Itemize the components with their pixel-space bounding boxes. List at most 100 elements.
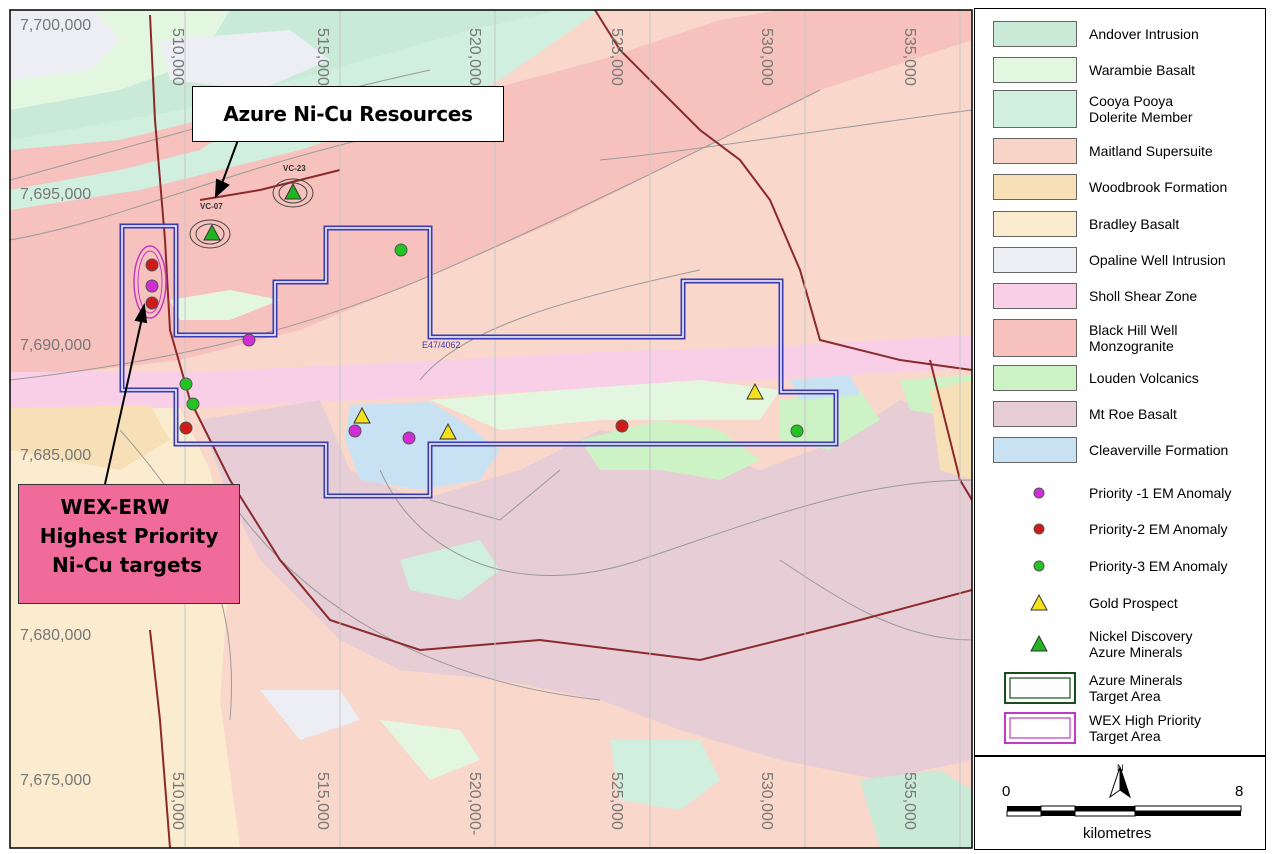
easting-label-bottom: 520,000- — [466, 772, 483, 835]
northing-label: 7,690,000 — [20, 337, 91, 354]
legend-swatch — [993, 21, 1077, 47]
azure-resources-callout: Azure Ni-Cu Resources — [192, 86, 504, 142]
legend-symbol-item: Priority-2 EM Anomaly — [975, 517, 1265, 541]
legend-unit-label: Sholl Shear Zone — [1089, 288, 1198, 304]
gold-prospects — [353, 382, 764, 440]
easting-label-bottom: 525,000 — [608, 772, 625, 830]
tenement-boundary — [119, 223, 839, 499]
priority-2-anomalies — [145, 258, 629, 435]
scale-bar-graphic — [1006, 766, 1242, 817]
green-dot-icon — [1033, 560, 1045, 572]
easting-label-bottom: 535,000 — [901, 772, 918, 830]
legend-unit-label: Bradley Basalt — [1089, 216, 1180, 232]
legend-symbol-label: Priority-3 EM Anomaly — [1089, 558, 1228, 574]
legend-unit-label: Woodbrook Formation — [1089, 179, 1228, 195]
legend-unit-item: Opaline Well Intrusion — [975, 247, 1265, 273]
legend-symbol-label: Priority-2 EM Anomaly — [1089, 521, 1228, 537]
legend-unit-label: Warambie Basalt — [1089, 62, 1196, 78]
legend-symbol-label: Nickel Discovery Azure Minerals — [1089, 628, 1193, 660]
legend-unit-item: Sholl Shear Zone — [975, 283, 1265, 309]
northing-label: 7,685,000 — [20, 447, 91, 464]
easting-label-top: 535,000 — [901, 28, 918, 86]
scale-bar: N 0 8 kilometres — [974, 756, 1266, 850]
geology-units: VC-07 VC-23 E47/4062 7,700,000 7,695,000… — [10, 10, 972, 848]
legend-symbol-label: WEX High Priority Target Area — [1089, 712, 1202, 744]
easting-label-top: 515,000 — [314, 28, 331, 86]
red-dot-icon — [1033, 523, 1045, 535]
legend-swatch — [993, 90, 1077, 128]
legend-swatch — [993, 437, 1077, 463]
legend-swatch — [993, 247, 1077, 273]
northing-label: 7,695,000 — [20, 186, 91, 203]
easting-label-top: 530,000 — [758, 28, 775, 86]
easting-label-bottom: 510,000 — [169, 772, 186, 830]
target-label-vc23: VC-23 — [283, 164, 306, 173]
legend-unit-item: Black Hill Well Monzogranite — [975, 319, 1265, 357]
legend-swatch — [993, 174, 1077, 200]
legend-symbol-label: Priority -1 EM Anomaly — [1089, 485, 1232, 501]
legend-unit-label: Maitland Supersuite — [1089, 143, 1213, 159]
legend-unit-item: Warambie Basalt — [975, 57, 1265, 83]
legend-swatch — [993, 211, 1077, 237]
scale-min-label: 0 — [1002, 783, 1011, 800]
legend-symbol-label: Azure Minerals Target Area — [1089, 672, 1183, 704]
legend-symbol-item: Priority -1 EM Anomaly — [975, 481, 1265, 505]
green-triangle-icon — [1030, 634, 1048, 652]
magenta-dot-icon — [1033, 487, 1045, 499]
legend-symbol-item: Nickel Discovery Azure Minerals — [975, 627, 1265, 661]
legend-symbol-item: Gold Prospect — [975, 591, 1265, 615]
legend-symbol-label: Gold Prospect — [1089, 595, 1178, 611]
scale-bar-segments — [1006, 805, 1242, 817]
legend-unit-item: Louden Volcanics — [975, 365, 1265, 391]
easting-label-top: 525,000 — [608, 28, 625, 86]
legend-swatch — [993, 138, 1077, 164]
priority-3-anomalies — [179, 243, 804, 438]
wex-target-area — [133, 245, 167, 319]
geology-map: VC-07 VC-23 E47/4062 7,700,000 7,695,000… — [9, 9, 973, 849]
wex-targets-callout: WEX-ERW Highest Priority Ni-Cu targets — [18, 484, 240, 604]
magenta-box-icon — [1004, 712, 1076, 744]
green-box-icon — [1004, 672, 1076, 704]
legend-unit-item: Maitland Supersuite — [975, 138, 1265, 164]
legend-symbol-item: WEX High Priority Target Area — [975, 711, 1265, 745]
easting-label-top: 510,000 — [169, 28, 186, 86]
legend-unit-item: Woodbrook Formation — [975, 174, 1265, 200]
northing-label: 7,680,000 — [20, 627, 91, 644]
northing-label: 7,675,000 — [20, 772, 91, 789]
north-arrow-label: N — [1117, 763, 1124, 773]
legend-unit-label: Mt Roe Basalt — [1089, 406, 1177, 422]
northing-label: 7,700,000 — [20, 17, 91, 34]
yellow-triangle-icon — [1030, 593, 1048, 611]
legend-unit-label: Black Hill Well Monzogranite — [1089, 322, 1178, 354]
legend-unit-item: Cooya Pooya Dolerite Member — [975, 90, 1265, 128]
scale-unit-label: kilometres — [1083, 825, 1152, 842]
azure-target-areas — [189, 178, 314, 249]
legend-swatch — [993, 283, 1077, 309]
legend-swatch — [993, 319, 1077, 357]
legend-unit-item: Cleaverville Formation — [975, 437, 1265, 463]
easting-label-bottom: 515,000 — [314, 772, 331, 830]
legend-unit-item: Mt Roe Basalt — [975, 401, 1265, 427]
scale-max-label: 8 — [1235, 783, 1244, 800]
target-label-vc07: VC-07 — [200, 202, 223, 211]
priority-1-anomalies — [145, 279, 416, 445]
legend-unit-item: Bradley Basalt — [975, 211, 1265, 237]
legend-unit-label: Andover Intrusion — [1089, 26, 1199, 42]
legend-unit-label: Louden Volcanics — [1089, 370, 1199, 386]
nickel-discoveries — [203, 182, 302, 241]
legend-unit-label: Cooya Pooya Dolerite Member — [1089, 93, 1193, 125]
legend-symbol-item: Azure Minerals Target Area — [975, 671, 1265, 705]
legend-unit-item: Andover Intrusion — [975, 21, 1265, 47]
legend-unit-label: Opaline Well Intrusion — [1089, 252, 1226, 268]
easting-label-top: 520,000 — [466, 28, 483, 86]
legend-swatch — [993, 401, 1077, 427]
tenement-label: E47/4062 — [422, 340, 461, 350]
legend-symbol-item: Priority-3 EM Anomaly — [975, 554, 1265, 578]
legend-swatch — [993, 365, 1077, 391]
wex-callout-line: WEX-ERW — [60, 495, 170, 519]
legend-swatch — [993, 57, 1077, 83]
easting-label-bottom: 530,000 — [758, 772, 775, 830]
wex-callout-line: Ni-Cu targets — [51, 553, 203, 577]
